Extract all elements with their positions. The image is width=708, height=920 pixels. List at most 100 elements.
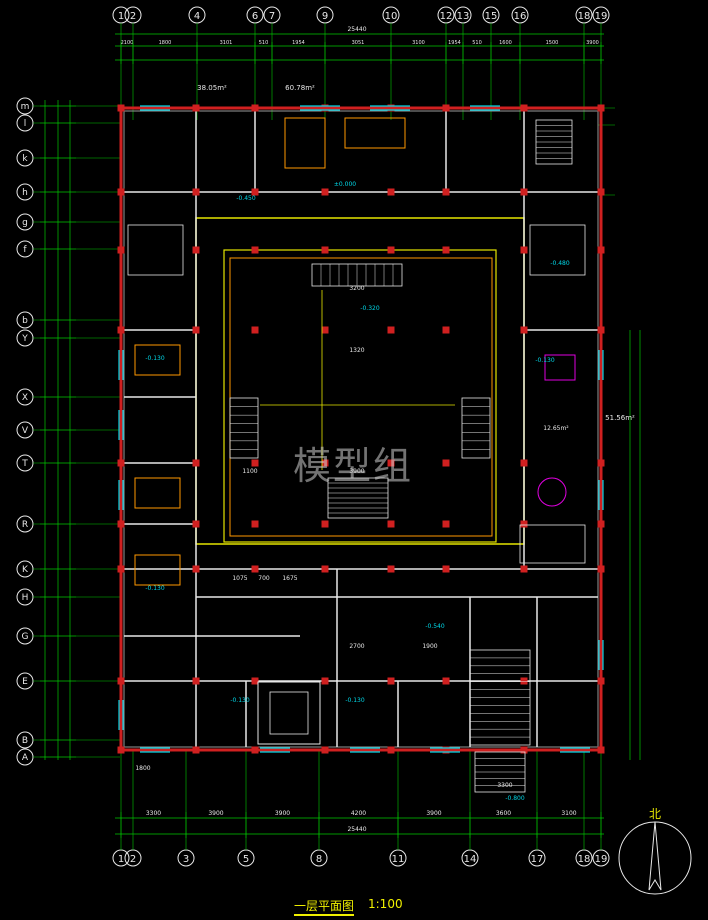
- plan-title: 一层平面图: [294, 897, 355, 916]
- dim-note-10: 1800: [135, 765, 150, 772]
- axis-label-left-h: h: [22, 188, 28, 198]
- column: [387, 104, 395, 112]
- axis-label-bottom-8: 8: [316, 854, 322, 865]
- bed-west-2: [134, 477, 181, 509]
- living-sofa: [284, 117, 326, 169]
- column: [251, 326, 259, 334]
- axis-label-left-K: K: [22, 565, 29, 575]
- column: [520, 246, 528, 254]
- column: [387, 459, 395, 467]
- column: [597, 565, 605, 573]
- column: [597, 677, 605, 685]
- dim-note-0: 3200: [349, 285, 364, 292]
- dim-note-4: 2700: [349, 643, 364, 650]
- column: [520, 520, 528, 528]
- column: [117, 565, 125, 573]
- column: [520, 459, 528, 467]
- column: [387, 565, 395, 573]
- dim-text-bottom: 4200: [351, 810, 366, 817]
- column: [321, 326, 329, 334]
- axis-label-bottom-3: 3: [183, 854, 189, 865]
- dim-text-bottom: 3600: [496, 810, 511, 817]
- column: [387, 677, 395, 685]
- axis-label-bottom-2: 2: [130, 854, 136, 865]
- column: [387, 746, 395, 754]
- column: [321, 104, 329, 112]
- column: [442, 246, 450, 254]
- axis-label-top-7: 7: [269, 11, 275, 22]
- axis-label-left-R: R: [22, 520, 28, 530]
- axis-label-left-E: E: [22, 677, 28, 687]
- column: [597, 459, 605, 467]
- plan-title-text: 一层平面图: [294, 899, 355, 916]
- column: [520, 326, 528, 334]
- dim-text-top: 1954: [292, 40, 305, 46]
- plan-scale: 1:100: [368, 897, 403, 911]
- axis-label-bottom-17: 17: [531, 854, 544, 865]
- coffee-table: [269, 691, 309, 735]
- column: [597, 188, 605, 196]
- column: [192, 104, 200, 112]
- axis-label-bottom-5: 5: [243, 854, 249, 865]
- level-mark-1: -0.450: [236, 195, 256, 202]
- room-box-west: [127, 224, 184, 276]
- level-mark-5: -0.130: [145, 585, 165, 592]
- level-mark-8: -0.800: [505, 795, 525, 802]
- column: [251, 520, 259, 528]
- column: [387, 188, 395, 196]
- axis-label-left-H: H: [22, 593, 29, 603]
- bed-west-1: [134, 344, 181, 376]
- column: [251, 677, 259, 685]
- axis-label-left-Y: Y: [21, 334, 28, 344]
- courtyard-beam-inner: [223, 249, 497, 543]
- axis-label-bottom-11: 11: [392, 854, 405, 865]
- axis-label-left-T: T: [21, 459, 28, 469]
- axis-label-top-2: 2: [130, 11, 136, 22]
- axis-label-top-6: 6: [252, 11, 258, 22]
- dim-text-bottom: 3300: [146, 810, 161, 817]
- dim-note-5: 1900: [422, 643, 437, 650]
- column: [251, 104, 259, 112]
- column: [192, 565, 200, 573]
- axis-label-top-16: 16: [514, 11, 527, 22]
- dim-overall-top-text: 25440: [347, 26, 366, 33]
- axis-label-top-18: 18: [578, 11, 591, 22]
- dim-text-bottom: 3100: [561, 810, 576, 817]
- level-mark-3: -0.130: [145, 355, 165, 362]
- column: [442, 459, 450, 467]
- bed-east: [544, 354, 576, 381]
- axis-label-bottom-1: 1: [118, 854, 124, 865]
- column: [520, 746, 528, 754]
- dim-text-top: 3101: [220, 40, 233, 46]
- column: [321, 246, 329, 254]
- column: [597, 326, 605, 334]
- axis-label-left-f: f: [23, 245, 27, 255]
- stair-east-inner: [461, 397, 491, 459]
- dim-text-bottom: 3900: [208, 810, 223, 817]
- axis-label-left-k: k: [22, 154, 28, 164]
- north-arrow: 北: [618, 807, 692, 895]
- axis-label-top-1: 1: [118, 11, 124, 22]
- column: [442, 104, 450, 112]
- column: [117, 677, 125, 685]
- dim-text-top: 1954: [448, 40, 461, 46]
- dim-note-6: 1075: [232, 575, 247, 582]
- column: [117, 188, 125, 196]
- column: [251, 459, 259, 467]
- north-arrow-needle: [648, 821, 662, 891]
- axis-label-bottom-18: 18: [578, 854, 591, 865]
- column: [597, 746, 605, 754]
- axis-label-top-13: 13: [457, 11, 470, 22]
- courtyard-edge: [229, 257, 493, 537]
- dining-set: [344, 117, 406, 149]
- column: [597, 246, 605, 254]
- dim-text-top: 1800: [159, 40, 172, 46]
- column: [251, 746, 259, 754]
- level-mark-7: -0.130: [230, 697, 250, 704]
- column: [520, 104, 528, 112]
- axis-label-top-9: 9: [322, 11, 328, 22]
- area-label-2: 60.78m²: [285, 84, 315, 92]
- watermark: 模型组: [293, 444, 414, 488]
- column: [442, 565, 450, 573]
